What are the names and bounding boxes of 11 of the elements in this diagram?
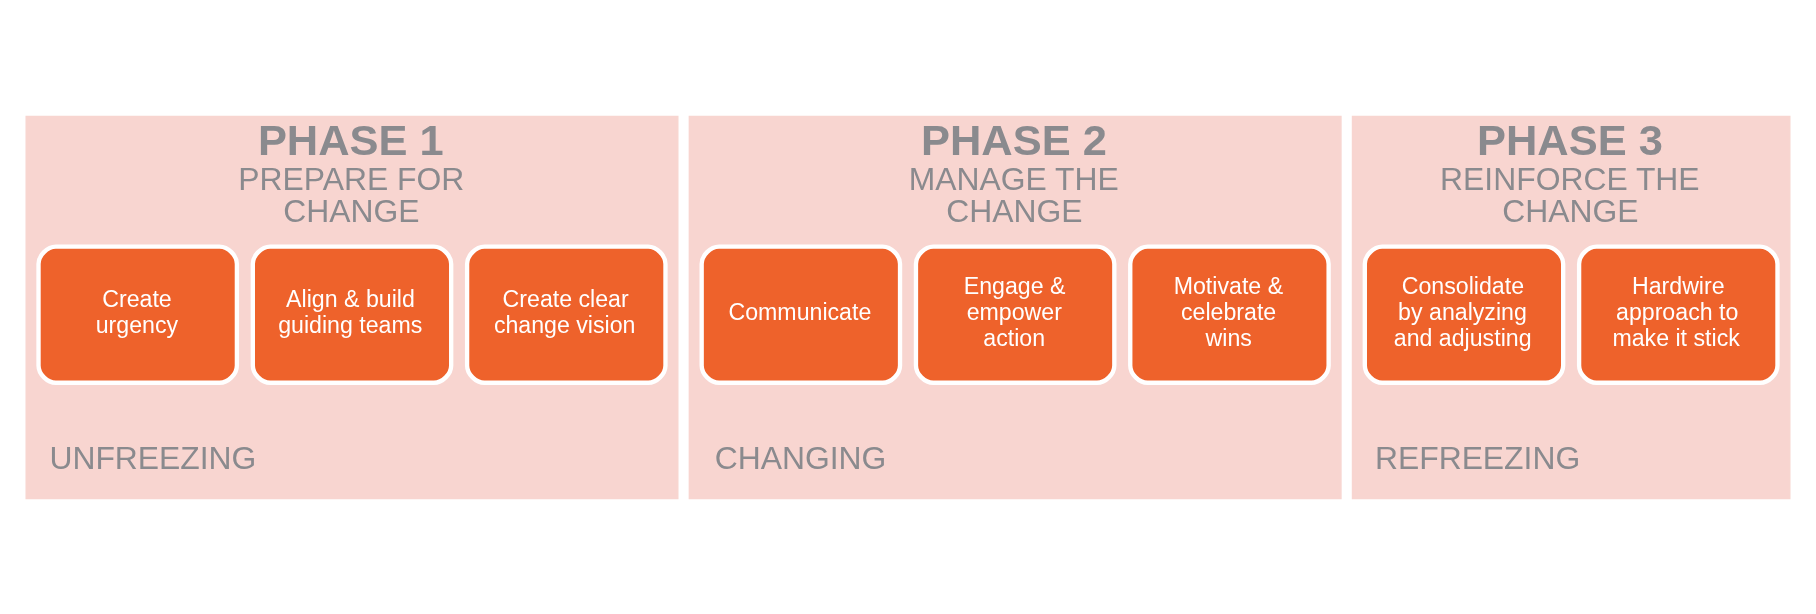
node-label: REFREEZING [1374, 439, 1581, 476]
node-label: UNFREEZING [49, 439, 257, 476]
node-box: Align & build guiding teams [250, 244, 454, 385]
node-box: Engage & empower action [913, 244, 1117, 385]
node-box: Hardwire approach to make it stick [1576, 244, 1780, 385]
node-label: CHANGING [714, 439, 887, 476]
node-box: Communicate [699, 244, 903, 385]
node-box: Consolidate by analyzing and adjusting [1362, 244, 1566, 385]
node-box: Motivate & celebrate wins [1128, 244, 1331, 385]
node-box: Create urgency [36, 244, 240, 385]
node-box: Create clear change vision [464, 244, 668, 385]
